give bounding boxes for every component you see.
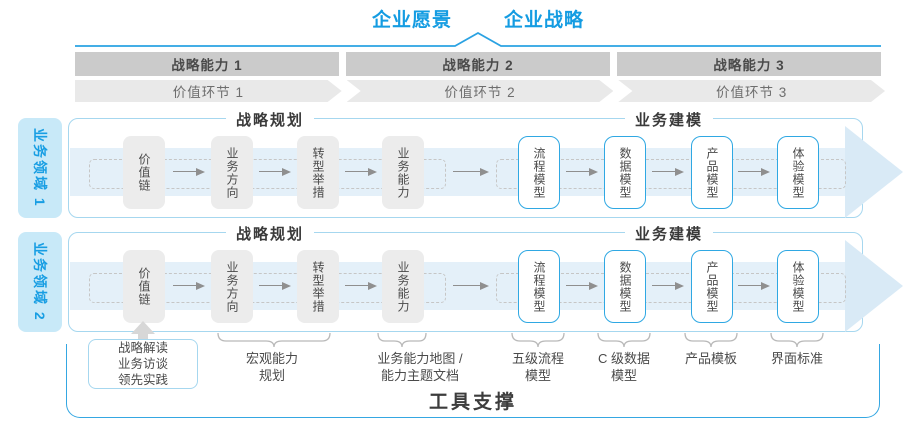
arrow-icon [173, 167, 205, 176]
flow-band-arrowhead-icon [845, 126, 903, 218]
arrow-icon [345, 167, 377, 176]
flow-band-arrowhead-icon [845, 240, 903, 332]
modeling-header: 业务建模 [624, 109, 714, 130]
brace-data-model [597, 332, 651, 348]
capability-bar-3: 战略能力 3 [617, 52, 881, 76]
enterprise-vision-title: 企业愿景 [371, 10, 452, 31]
value-chevron-row: 价值环节 1 价值环节 2 价值环节 3 [75, 80, 885, 102]
modeling-header: 业务建模 [624, 223, 714, 244]
brace-process-model [511, 332, 565, 348]
arrow-icon [453, 281, 489, 290]
node-experience-model: 体验模型 [777, 250, 819, 323]
node-business-direction: 业务方向 [211, 250, 253, 323]
deliverable-capability-map: 业务能力地图 / 能力主题文档 [377, 351, 463, 383]
arrow-icon [738, 281, 770, 290]
arrow-icon [652, 281, 684, 290]
planning-dashed-zone [89, 273, 446, 303]
arrow-icon [259, 167, 291, 176]
deliverable-data-model: C 级数据 模型 [597, 351, 651, 383]
capability-bar-row: 战略能力 1 战略能力 2 战略能力 3 [75, 52, 881, 76]
modeling-dashed-zone [496, 159, 846, 189]
deliverable-macro-capability: 宏观能力 规划 [245, 351, 299, 383]
planning-header: 战略规划 [225, 223, 315, 244]
planning-header: 战略规划 [225, 109, 315, 130]
node-process-model: 流程模型 [518, 136, 560, 209]
node-product-model: 产品模型 [691, 250, 733, 323]
up-arrow-icon [131, 321, 155, 334]
brace-product-template [684, 332, 738, 348]
node-experience-model: 体验模型 [777, 136, 819, 209]
domain-tab-1: 业务领域 1 [18, 118, 62, 218]
node-transformation-initiatives: 转型举措 [297, 136, 339, 209]
node-business-capability: 业务能力 [382, 250, 424, 323]
node-value-chain: 价值链 [123, 250, 165, 323]
brace-capability-map [377, 332, 427, 348]
node-business-capability: 业务能力 [382, 136, 424, 209]
arrow-icon [566, 167, 598, 176]
arrow-icon [259, 281, 291, 290]
inputs-box-line: 领先实践 [117, 373, 168, 387]
value-chevron-1: 价值环节 1 [75, 80, 342, 102]
lane-domain-1: 战略规划 业务建模 价值链 业务方向 转型举措 业务能力 流程模型 数据模型 产… [68, 109, 903, 218]
deliverable-product-template: 产品模板 [684, 351, 738, 366]
inputs-box-line: 战略解读 [117, 341, 168, 355]
brace-macro-capability [217, 332, 331, 348]
node-product-model: 产品模型 [691, 136, 733, 209]
enterprise-strategy-title: 企业战略 [504, 10, 585, 31]
capability-bar-2: 战略能力 2 [346, 52, 610, 76]
inputs-box-line: 业务访谈 [117, 357, 168, 371]
domain-tab-2: 业务领域 2 [18, 232, 62, 332]
up-arrow-shaft [138, 334, 148, 342]
node-transformation-initiatives: 转型举措 [297, 250, 339, 323]
arrow-icon [652, 167, 684, 176]
capability-bar-1: 战略能力 1 [75, 52, 339, 76]
node-data-model: 数据模型 [604, 136, 646, 209]
node-data-model: 数据模型 [604, 250, 646, 323]
node-business-direction: 业务方向 [211, 136, 253, 209]
deliverable-interface-standard: 界面标准 [770, 351, 824, 366]
caret-divider-line [75, 31, 881, 47]
lane-domain-2: 战略规划 业务建模 价值链 业务方向 转型举措 业务能力 流程模型 数据模型 产… [68, 223, 903, 332]
tool-support-label: 工具支撑 [428, 392, 517, 413]
brace-interface-standard [770, 332, 824, 348]
inputs-box: 战略解读 业务访谈 领先实践 [88, 339, 198, 389]
value-chevron-3: 价值环节 3 [618, 80, 885, 102]
arrow-icon [453, 167, 489, 176]
planning-dashed-zone [89, 159, 446, 189]
arrow-icon [738, 167, 770, 176]
modeling-dashed-zone [496, 273, 846, 303]
top-titles: 企业愿景 企业战略 [75, 5, 881, 32]
deliverable-process-model: 五级流程 模型 [511, 351, 565, 383]
arrow-icon [566, 281, 598, 290]
node-process-model: 流程模型 [518, 250, 560, 323]
node-value-chain: 价值链 [123, 136, 165, 209]
value-chevron-2: 价值环节 2 [347, 80, 614, 102]
tool-support-container: 工具支撑 [66, 344, 880, 418]
arrow-icon [345, 281, 377, 290]
arrow-icon [173, 281, 205, 290]
